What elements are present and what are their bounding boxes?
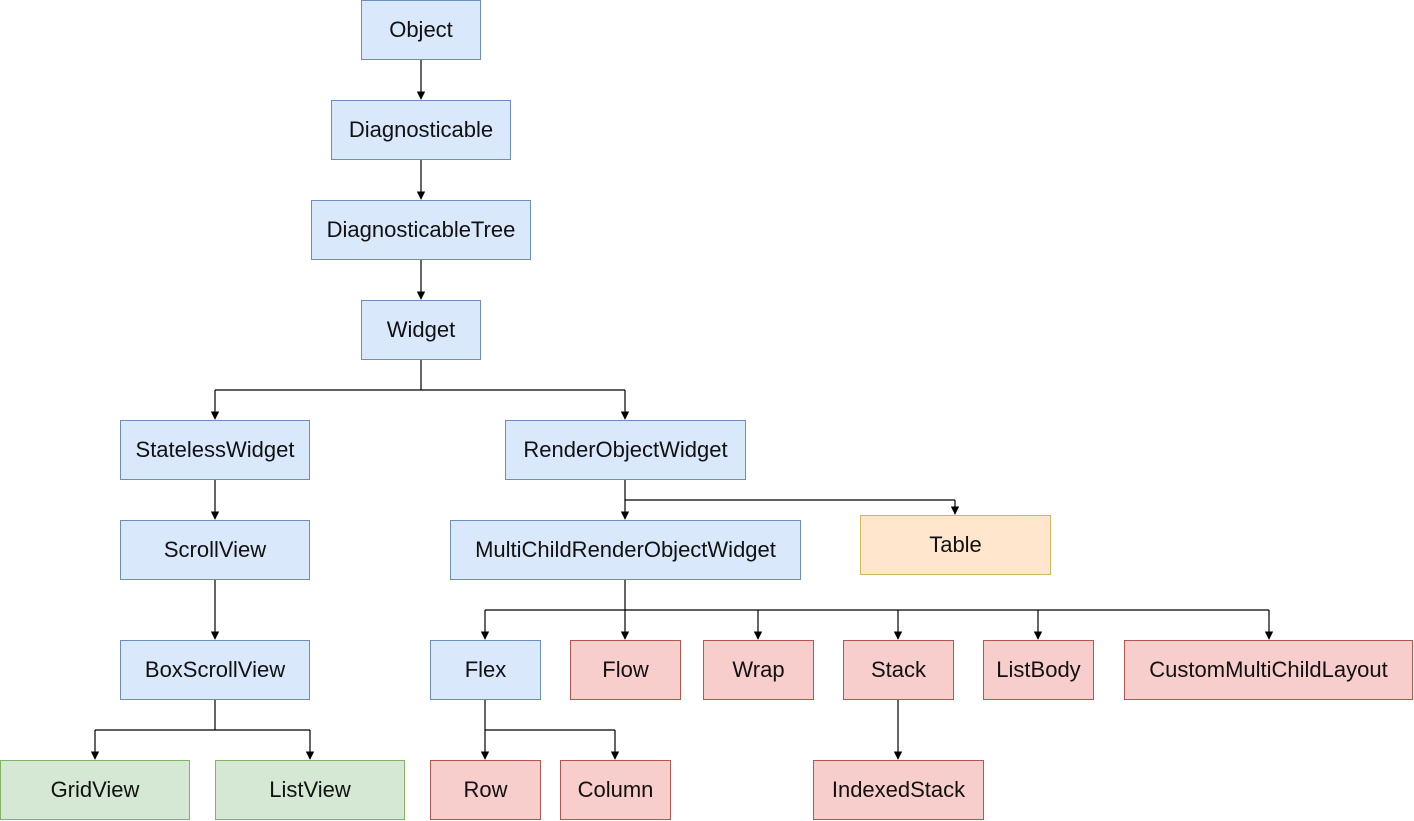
node-flow: Flow (570, 640, 681, 700)
node-row: Row (430, 760, 541, 820)
node-stateless-widget: StatelessWidget (120, 420, 310, 480)
node-box-scroll-view: BoxScrollView (120, 640, 310, 700)
node-column: Column (560, 760, 671, 820)
node-custom-multi-child-layout: CustomMultiChildLayout (1124, 640, 1413, 700)
node-scroll-view: ScrollView (120, 520, 310, 580)
node-list-view: ListView (215, 760, 405, 820)
node-widget: Widget (361, 300, 481, 360)
node-grid-view: GridView (0, 760, 190, 820)
node-diagnosticable: Diagnosticable (331, 100, 511, 160)
node-indexed-stack: IndexedStack (813, 760, 984, 820)
node-list-body: ListBody (983, 640, 1094, 700)
node-wrap: Wrap (703, 640, 814, 700)
node-stack: Stack (843, 640, 954, 700)
node-flex: Flex (430, 640, 541, 700)
node-render-object-widget: RenderObjectWidget (505, 420, 746, 480)
node-diagnosticable-tree: DiagnosticableTree (311, 200, 531, 260)
node-object: Object (361, 0, 481, 60)
node-multi-child-render-object-widget: MultiChildRenderObjectWidget (450, 520, 801, 580)
node-table: Table (860, 515, 1051, 575)
